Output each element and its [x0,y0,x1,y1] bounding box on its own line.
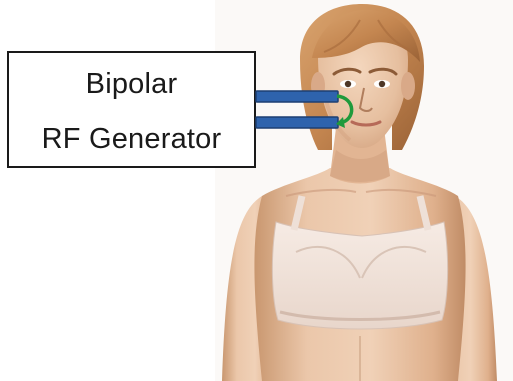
electrode-lower [256,117,338,128]
electrode-upper [256,91,338,102]
